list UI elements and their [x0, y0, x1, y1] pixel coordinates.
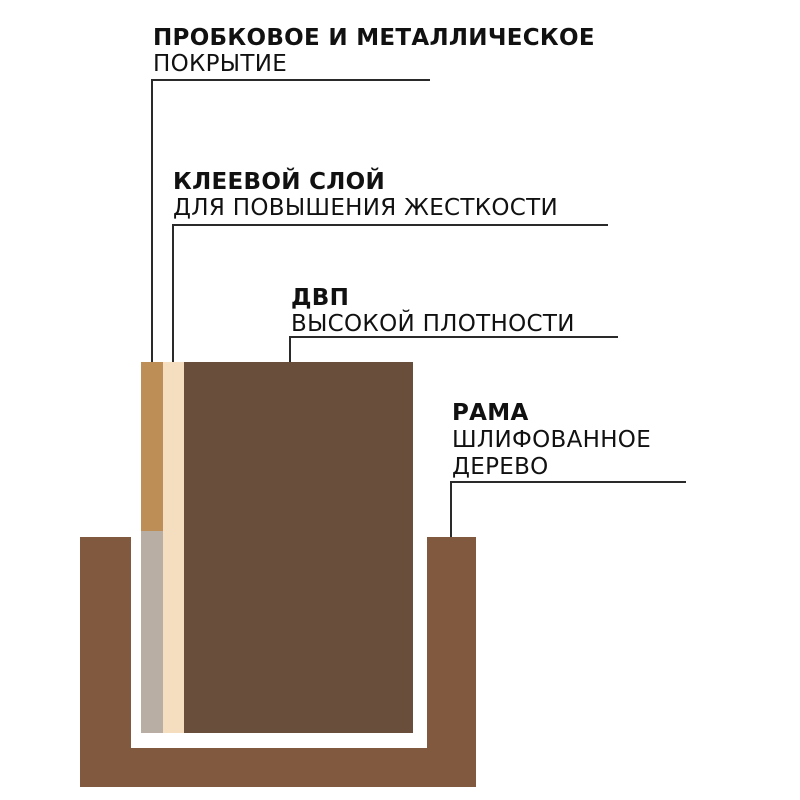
label-glue: КЛЕЕВОЙ СЛОЙ ДЛЯ ПОВЫШЕНИЯ ЖЕСТКОСТИ — [173, 169, 558, 221]
leader-line-frame-vertical — [450, 482, 452, 537]
hdf-board — [184, 362, 413, 733]
label-hdf: ДВП ВЫСОКОЙ ПЛОТНОСТИ — [291, 285, 575, 337]
label-frame-subtitle: ШЛИФОВАННОЕ — [452, 427, 652, 453]
label-glue-subtitle: ДЛЯ ПОВЫШЕНИЯ ЖЕСТКОСТИ — [173, 195, 559, 221]
label-hdf-title: ДВП — [291, 285, 350, 311]
label-coating: ПРОБКОВОЕ И МЕТАЛЛИЧЕСКОЕ ПОКРЫТИЕ — [153, 25, 595, 77]
leader-line-glue-vertical — [172, 225, 174, 362]
leader-line-coating-horizontal — [151, 79, 430, 81]
leader-line-frame-horizontal — [450, 481, 686, 483]
label-glue-title: КЛЕЕВОЙ СЛОЙ — [173, 169, 386, 195]
leader-line-hdf-horizontal — [289, 336, 618, 338]
leader-line-hdf-vertical — [289, 337, 291, 362]
cork-layer — [141, 362, 163, 531]
glue-layer — [163, 362, 184, 733]
label-coating-title: ПРОБКОВОЕ И МЕТАЛЛИЧЕСКОЕ — [153, 25, 595, 51]
label-coating-subtitle: ПОКРЫТИЕ — [153, 51, 288, 77]
leader-line-glue-horizontal — [172, 224, 608, 226]
metal-layer — [141, 531, 163, 733]
label-frame: РАМА ШЛИФОВАННОЕ ДЕРЕВО — [452, 400, 651, 481]
label-frame-title: РАМА — [452, 400, 529, 426]
leader-line-coating-vertical — [151, 80, 153, 362]
label-hdf-subtitle: ВЫСОКОЙ ПЛОТНОСТИ — [291, 311, 575, 337]
label-frame-subtitle-2: ДЕРЕВО — [452, 454, 549, 480]
